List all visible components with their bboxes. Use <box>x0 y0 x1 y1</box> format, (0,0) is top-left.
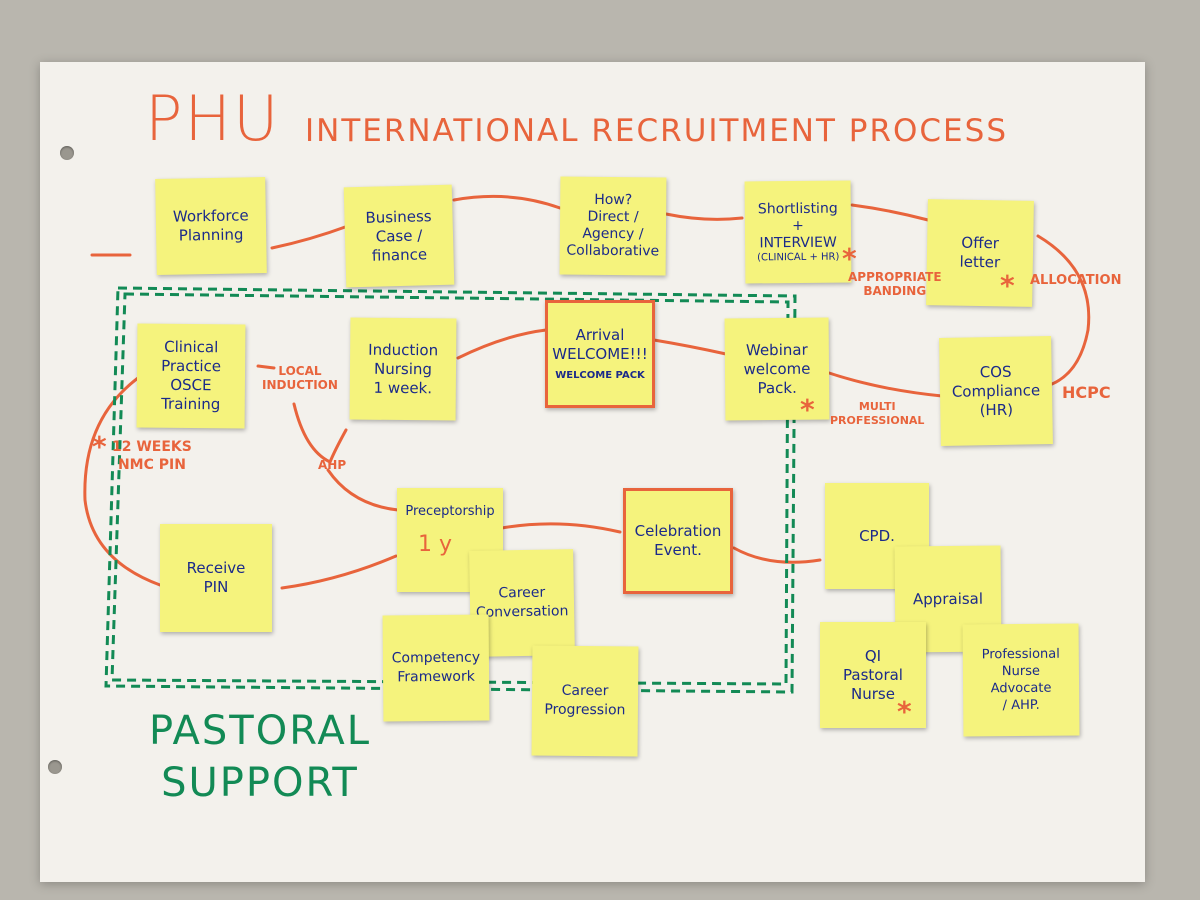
title-phu: PHU <box>145 82 281 155</box>
sticky-qi-pastoral-nurse: QI Pastoral Nurse <box>820 622 926 728</box>
sticky-workforce-planning: Workforce Planning <box>155 177 267 275</box>
punch-hole <box>48 760 62 774</box>
sticky-arrival-welcome: Arrival WELCOME!!! WELCOME PACK <box>545 300 655 408</box>
sticky-how: How? Direct / Agency / Collaborative <box>559 176 667 276</box>
sticky-offer-letter: Offer letter <box>926 199 1034 307</box>
label-hcpc: HCPC <box>1062 383 1111 402</box>
asterisk-mark: * <box>1000 269 1015 302</box>
asterisk-mark: * <box>842 242 857 275</box>
label-multi-professional: MULTI PROFESSIONAL <box>830 400 925 427</box>
sticky-professional-nurse-advocate: Professional Nurse Advocate / AHP. <box>962 623 1080 737</box>
pastoral-support-label: PASTORAL SUPPORT <box>148 708 372 806</box>
label-ahp: AHP <box>318 458 347 472</box>
label-local-induction: LOCAL INDUCTION <box>262 364 338 392</box>
sticky-celebration-event: Celebration Event. <box>623 488 733 594</box>
sticky-competency-framework: Competency Framework <box>382 614 490 722</box>
label-appropriate-banding: APPROPRIATE BANDING <box>848 270 942 298</box>
sticky-cos-compliance: COS Compliance (HR) <box>939 336 1053 446</box>
label-12-weeks: 12 WEEKS NMC PIN <box>112 439 192 473</box>
asterisk-mark: * <box>92 430 107 463</box>
asterisk-mark: * <box>800 393 815 426</box>
sticky-induction: Induction Nursing 1 week. <box>349 317 457 421</box>
title-process: INTERNATIONAL RECRUITMENT PROCESS <box>305 113 1008 149</box>
sticky-receive-pin: Receive PIN <box>160 524 272 632</box>
sticky-clinical-practice: Clinical Practice OSCE Training <box>136 323 246 429</box>
sticky-shortlisting: Shortlisting + INTERVIEW (CLINICAL + HR) <box>744 180 852 284</box>
asterisk-mark: * <box>897 695 912 728</box>
punch-hole <box>60 146 74 160</box>
sticky-business-case: Business Case / finance <box>343 184 455 288</box>
label-allocation: ALLOCATION <box>1030 273 1122 288</box>
sticky-career-progression: Career Progression <box>531 645 639 757</box>
